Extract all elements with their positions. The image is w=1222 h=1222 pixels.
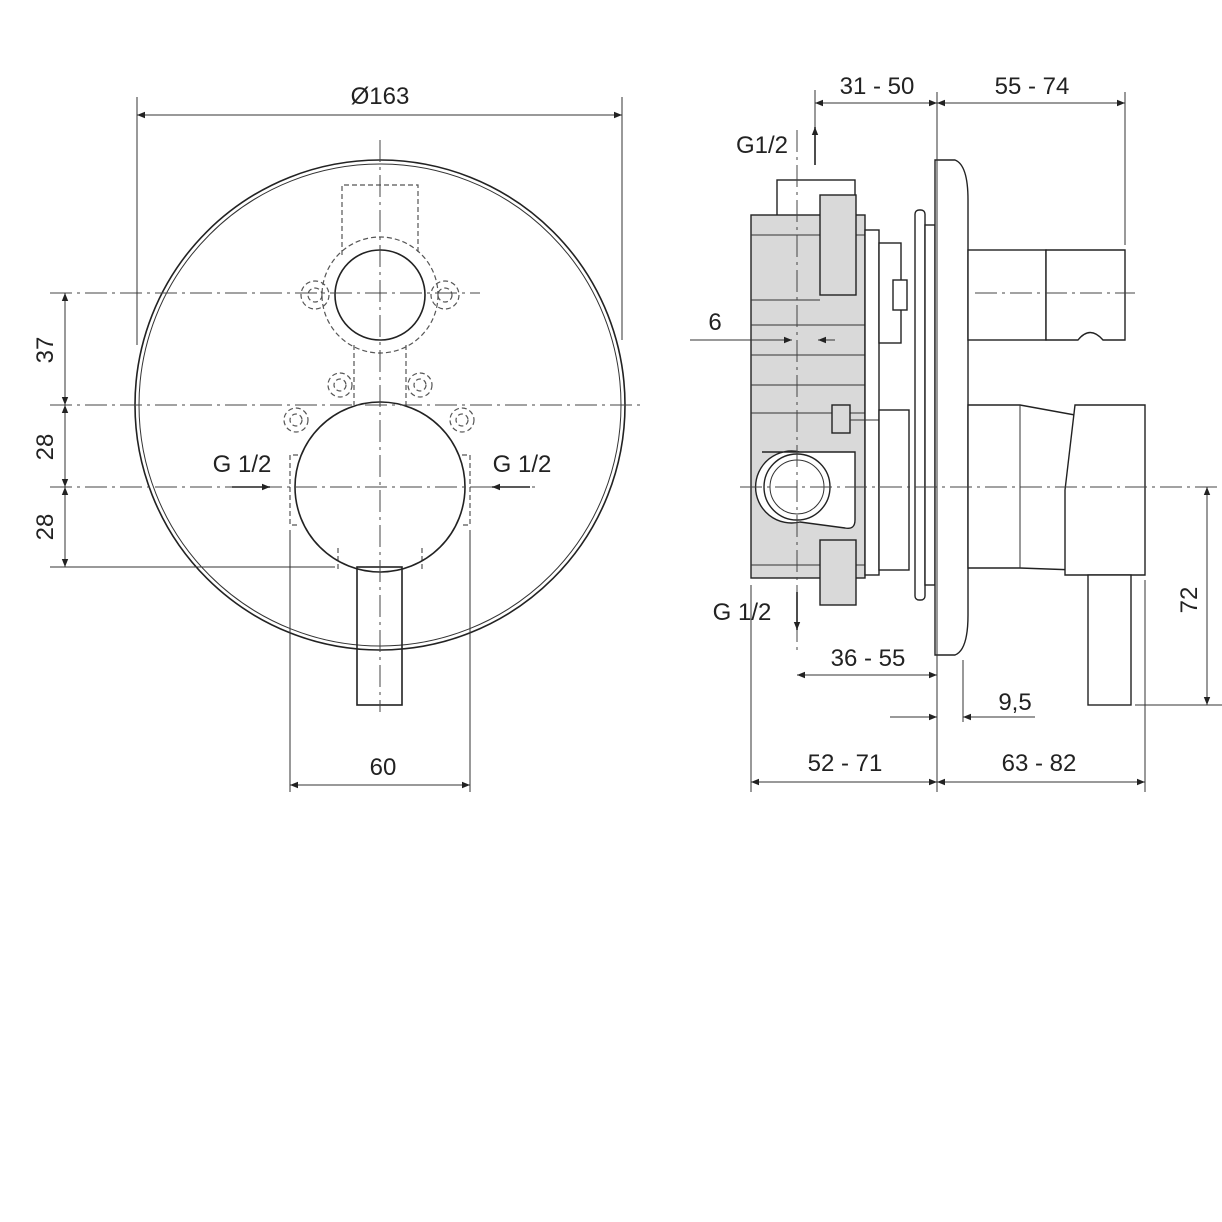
dim-72-label: 72 (1176, 587, 1203, 614)
cover-plate-profile (934, 159, 969, 656)
hidden-body-outline (283, 184, 475, 570)
dim-37-label: 37 (32, 337, 59, 364)
dim-31-50-label: 31 - 50 (840, 73, 915, 100)
dim-9-5-label: 9,5 (998, 689, 1031, 716)
outlet-top-label: G1/2 (736, 132, 788, 159)
outlet-bottom-label: G 1/2 (713, 599, 772, 626)
side-lever (1087, 574, 1132, 706)
dim-36-55-label: 36 - 55 (831, 645, 906, 672)
dim-28-upper-label: 28 (32, 434, 59, 461)
front-view: Ø163 37 28 28 G 1/2 G 1/2 60 (32, 83, 645, 792)
width-60-label: 60 (370, 754, 397, 781)
diverter-spout (967, 249, 1047, 341)
side-view: 31 - 50 55 - 74 G1/2 G 1/2 6 36 - 55 9,5… (690, 73, 1222, 792)
dim-63-82-label: 63 - 82 (1002, 750, 1077, 777)
diameter-label: Ø163 (351, 83, 410, 110)
inlet-right-label: G 1/2 (493, 451, 552, 478)
dim-28-lower-label: 28 (32, 514, 59, 541)
dim-55-74-label: 55 - 74 (995, 73, 1070, 100)
dim-6-label: 6 (708, 309, 721, 336)
dim-52-71-label: 52 - 71 (808, 750, 883, 777)
inlet-left-label: G 1/2 (213, 451, 272, 478)
